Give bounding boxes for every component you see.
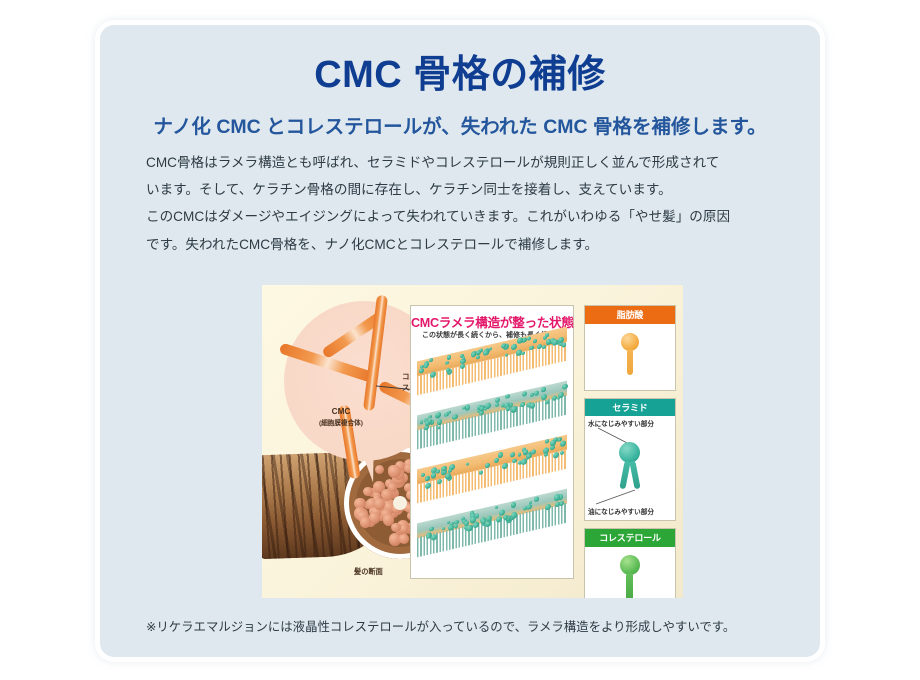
- legend-item-cholesterol: コレステロール セラミドとコレステロールが上手になじむから、ラメラ構造が強くなる: [584, 528, 676, 598]
- panel-subheading: この状態が長く続くから、補修も長く続く。: [422, 332, 562, 339]
- legend-title: セラミド: [585, 398, 675, 416]
- footnote: ※リケラエマルジョンには液晶性コレステロールが入っているので、ラメラ構造をより形…: [146, 620, 736, 634]
- legend-title: コレステロール: [585, 529, 675, 547]
- ceramide-anno-lipophilic: 油になじみやすい部分: [588, 509, 654, 516]
- legend-item-fatty-acid: 脂肪酸: [584, 305, 676, 391]
- lamellar-panel: CMCラメラ構造が整った状態 この状態が長く続くから、補修も長く続く。: [410, 305, 574, 579]
- cmc-label: CMC (細胞膜複合体): [319, 406, 363, 429]
- cmc-label-main: CMC: [331, 407, 351, 416]
- page-title: CMC 骨格の補修: [314, 54, 606, 96]
- legend-column: 脂肪酸 セラミド 水になじみやすい部分: [584, 305, 676, 598]
- page-subtitle: ナノ化 CMC とコレステロールが、失われた CMC 骨格を補修します。: [153, 116, 767, 138]
- cmc-lamellar-diagram: 髪の断面 コルテックス CMC (細胞膜複合体) CMCラメラ構造が整った状態 …: [262, 285, 683, 598]
- medulla: [393, 496, 407, 510]
- ceramide-anno-hydrophilic: 水になじみやすい部分: [588, 421, 654, 428]
- body-line: CMC骨格はラメラ構造とも呼ばれ、セラミドやコレステロールが規則正しく並んで形成…: [146, 155, 720, 170]
- anno-leader-icon: [595, 489, 636, 505]
- cmc-label-sub: (細胞膜複合体): [319, 420, 363, 428]
- info-card: CMC 骨格の補修 ナノ化 CMC とコレステロールが、失われた CMC 骨格を…: [100, 25, 820, 657]
- panel-heading: CMCラメラ構造が整った状態: [411, 316, 574, 330]
- body-text: CMC骨格はラメラ構造とも呼ばれ、セラミドやコレステロールが規則正しく並んで形成…: [146, 149, 782, 258]
- body-line: このCMCはダメージやエイジングによって失われていきます。これがいわゆる「やせ髪…: [146, 209, 731, 225]
- lamella-stack: [415, 326, 569, 572]
- body-line: です。失われたCMC骨格を、ナノ化CMCとコレステロールで補修します。: [146, 236, 599, 252]
- legend-item-ceramide: セラミド 水になじみやすい部分 油になじみやすい部分: [584, 397, 676, 521]
- legend-title: 脂肪酸: [585, 306, 675, 324]
- body-line: います。そして、ケラチン骨格の間に存在し、ケラチン同士を接着し、支えています。: [146, 182, 672, 198]
- hair-caption: 髪の断面: [354, 567, 383, 576]
- lipid-dot: [562, 382, 569, 390]
